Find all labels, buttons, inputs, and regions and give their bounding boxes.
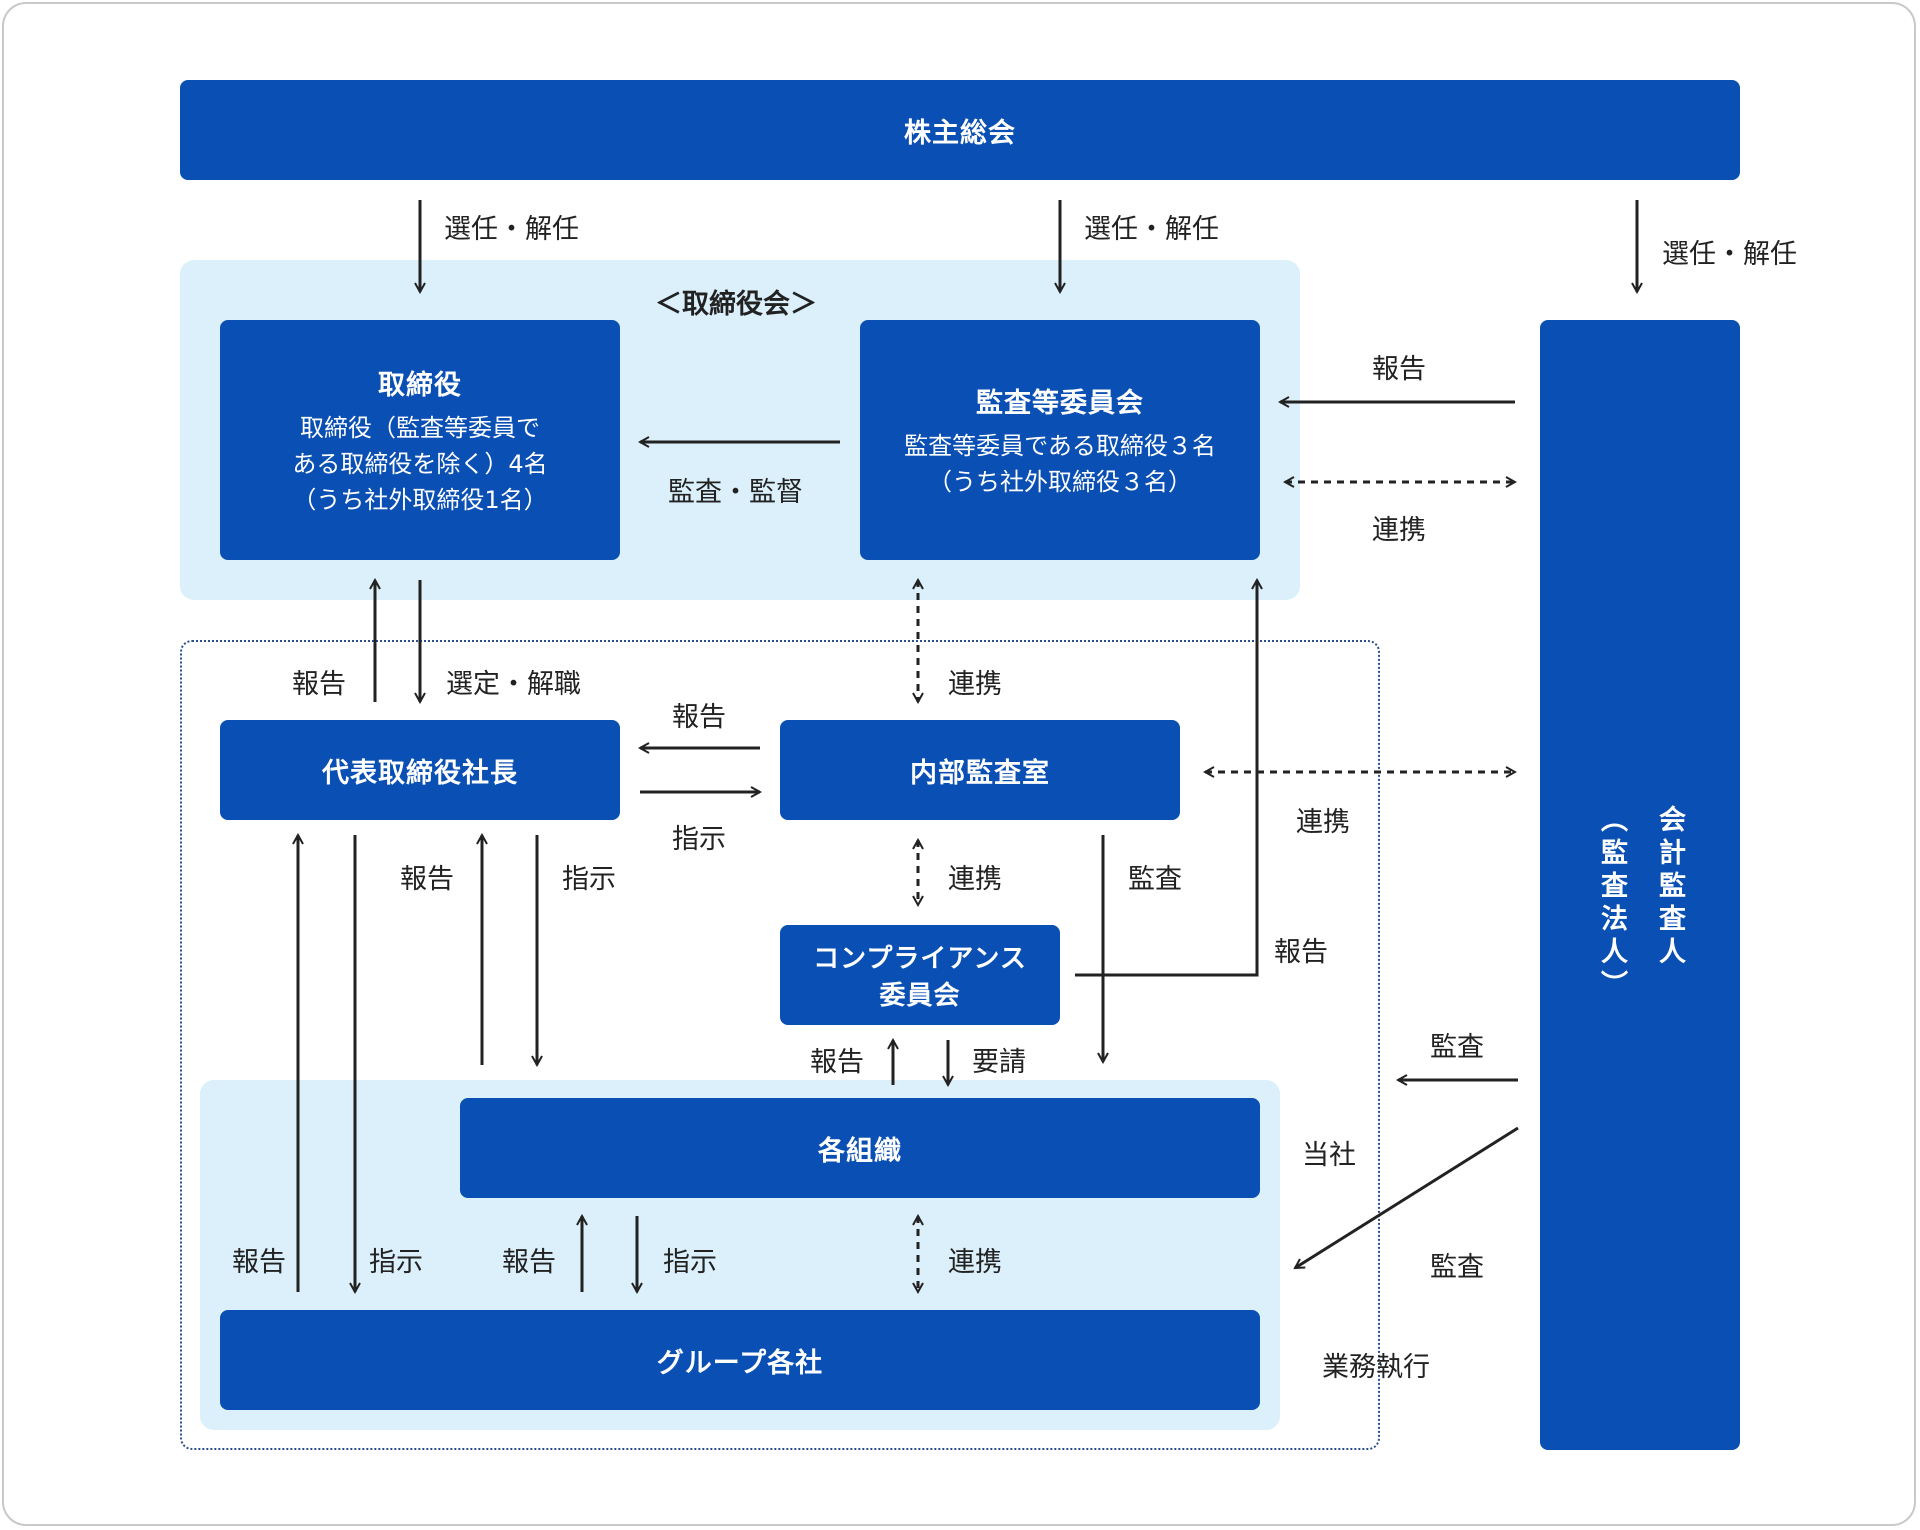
audit-committee-line1: 監査等委員である取締役３名 bbox=[904, 431, 1216, 460]
label-internal-audit: 監査 bbox=[1128, 864, 1182, 895]
label-board-report: 報告 bbox=[292, 669, 346, 700]
audit-committee-title: 監査等委員会 bbox=[976, 387, 1144, 419]
arrow-compliance-report bbox=[1075, 580, 1257, 977]
label-compliance-request: 要請 bbox=[972, 1047, 1026, 1078]
auditor-box bbox=[1540, 320, 1740, 1450]
audit-committee-line2: （うち社外取締役３名） bbox=[928, 467, 1192, 496]
directors-line2: ある取締役を除く）4名 bbox=[292, 449, 548, 478]
label-select-dismiss: 選定・解職 bbox=[446, 669, 581, 700]
organizations-label: 各組織 bbox=[818, 1135, 902, 1167]
label-org-instruct: 指示 bbox=[562, 864, 616, 895]
label-compliance-report: 報告 bbox=[1274, 937, 1328, 968]
label-business-exec: 業務執行 bbox=[1322, 1352, 1430, 1383]
organizations-box: 各組織 bbox=[460, 1098, 1260, 1198]
directors-box: 取締役 取締役（監査等委員で ある取締役を除く）4名 （うち社外取締役1名） bbox=[220, 320, 620, 560]
label-president-instruct: 指示 bbox=[672, 824, 726, 855]
directors-line1: 取締役（監査等委員で bbox=[300, 413, 540, 442]
label-auditor-coop: 連携 bbox=[1372, 515, 1426, 546]
company-region bbox=[180, 640, 1380, 1450]
label-org-group-report: 報告 bbox=[502, 1247, 556, 1278]
audit-committee-box: 監査等委員会 監査等委員である取締役３名 （うち社外取締役３名） bbox=[860, 320, 1260, 560]
label-audit-supervise: 監査・監督 bbox=[668, 477, 803, 508]
president-box: 代表取締役社長 bbox=[220, 720, 620, 820]
auditor-line2: （監査法人） bbox=[1596, 805, 1627, 1003]
label-group-report: 報告 bbox=[232, 1247, 286, 1278]
label-elect-dismiss-1: 選任・解任 bbox=[444, 214, 579, 245]
auditor-line1: 会計監査人 bbox=[1654, 805, 1685, 970]
label-compliance-report-up: 報告 bbox=[810, 1047, 864, 1078]
shareholders-label: 株主総会 bbox=[904, 117, 1016, 149]
label-auditor-report: 報告 bbox=[1372, 354, 1426, 385]
directors-title: 取締役 bbox=[378, 369, 462, 401]
label-auditor-audit-1: 監査 bbox=[1430, 1032, 1484, 1063]
label-internal-auditor-coop: 連携 bbox=[1296, 807, 1350, 838]
label-group-instruct: 指示 bbox=[369, 1247, 423, 1278]
label-audit-internal-coop: 連携 bbox=[948, 669, 1002, 700]
label-elect-dismiss-2: 選任・解任 bbox=[1084, 214, 1219, 245]
label-elect-dismiss-3: 選任・解任 bbox=[1662, 239, 1797, 270]
label-internal-compliance-coop: 連携 bbox=[948, 864, 1002, 895]
group-companies-label: グループ各社 bbox=[656, 1347, 824, 1379]
label-org-group-coop: 連携 bbox=[948, 1247, 1002, 1278]
arrow-auditor-audit-group bbox=[1295, 1126, 1519, 1270]
compliance-box: コンプライアンス 委員会 bbox=[780, 925, 1060, 1025]
directors-line3: （うち社外取締役1名） bbox=[292, 485, 548, 514]
internal-audit-box: 内部監査室 bbox=[780, 720, 1180, 820]
label-president-report: 報告 bbox=[672, 702, 726, 733]
compliance-line1: コンプライアンス bbox=[813, 944, 1027, 974]
label-company: 当社 bbox=[1302, 1140, 1356, 1171]
president-label: 代表取締役社長 bbox=[322, 757, 518, 789]
label-auditor-audit-2: 監査 bbox=[1430, 1252, 1484, 1283]
internal-audit-label: 内部監査室 bbox=[910, 757, 1050, 789]
compliance-line2: 委員会 bbox=[879, 981, 961, 1011]
group-companies-box: グループ各社 bbox=[220, 1310, 1260, 1410]
label-org-report: 報告 bbox=[400, 864, 454, 895]
label-org-group-instruct: 指示 bbox=[663, 1247, 717, 1278]
shareholders-box: 株主総会 bbox=[180, 80, 1740, 180]
board-group-label: ＜取締役会＞ bbox=[655, 289, 817, 320]
